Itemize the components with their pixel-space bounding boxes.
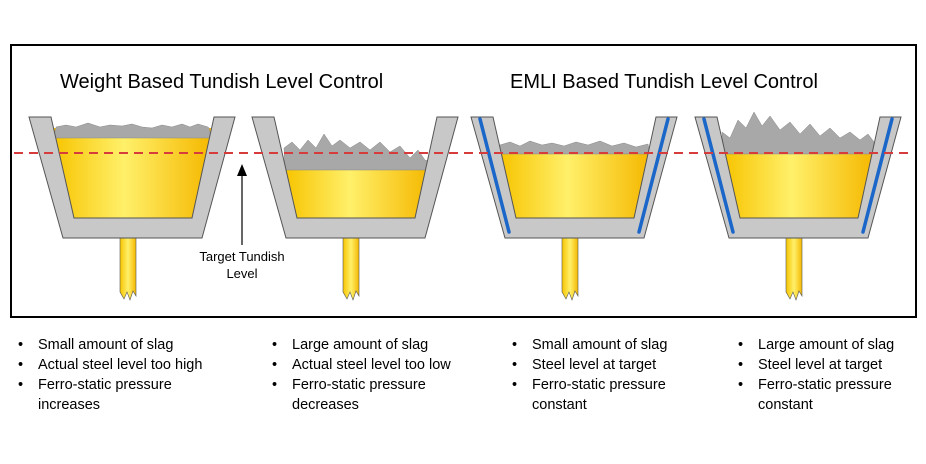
emli-sensor-right-4 (861, 117, 894, 234)
vessel-1 (28, 116, 236, 239)
notes-column-2: Large amount of slag Actual steel level … (268, 335, 478, 415)
note-item: Actual steel level too high (14, 355, 224, 375)
title-emli-based: EMLI Based Tundish Level Control (510, 71, 818, 93)
slag-4 (721, 111, 875, 155)
steel-3 (500, 154, 650, 218)
tundish-2 (251, 116, 459, 301)
note-item: Large amount of slag (734, 335, 926, 355)
vessel-4 (694, 116, 902, 239)
target-label-line-2: Level (226, 266, 257, 281)
steel-2 (285, 170, 429, 218)
note-item: Ferro-static pressure increases (14, 375, 224, 415)
emli-sensor-left-4 (702, 117, 735, 234)
stream-4 (785, 237, 803, 301)
note-item: Actual steel level too low (268, 355, 478, 375)
title-weight-based: Weight Based Tundish Level Control (60, 71, 383, 93)
steel-4 (724, 154, 874, 218)
stream-1 (119, 237, 137, 301)
note-item: Large amount of slag (268, 335, 478, 355)
note-item: Small amount of slag (14, 335, 224, 355)
note-item: Steel level at target (734, 355, 926, 375)
target-arrow-head (237, 164, 247, 176)
stream-3 (561, 237, 579, 301)
note-item: Ferro-static pressure constant (508, 375, 718, 415)
tundish-1 (28, 116, 236, 301)
note-item: Small amount of slag (508, 335, 718, 355)
vessel-2 (251, 116, 459, 239)
note-item: Steel level at target (508, 355, 718, 375)
note-item: Ferro-static pressure constant (734, 375, 926, 415)
slag-1 (52, 122, 212, 139)
notes-column-1: Small amount of slag Actual steel level … (14, 335, 224, 415)
vessel-3 (470, 116, 678, 239)
stream-2 (342, 237, 360, 301)
notes-column-4: Large amount of slag Steel level at targ… (734, 335, 926, 415)
steel-1 (53, 128, 211, 218)
tundish-4 (694, 111, 902, 301)
note-item: Ferro-static pressure decreases (268, 375, 478, 415)
emli-sensor-left-3 (478, 117, 511, 234)
slag-3 (499, 140, 651, 155)
notes-column-3: Small amount of slag Steel level at targ… (508, 335, 718, 415)
tundish-3 (470, 116, 678, 301)
target-label-line-1: Target Tundish (199, 249, 284, 264)
emli-sensor-right-3 (637, 117, 670, 234)
